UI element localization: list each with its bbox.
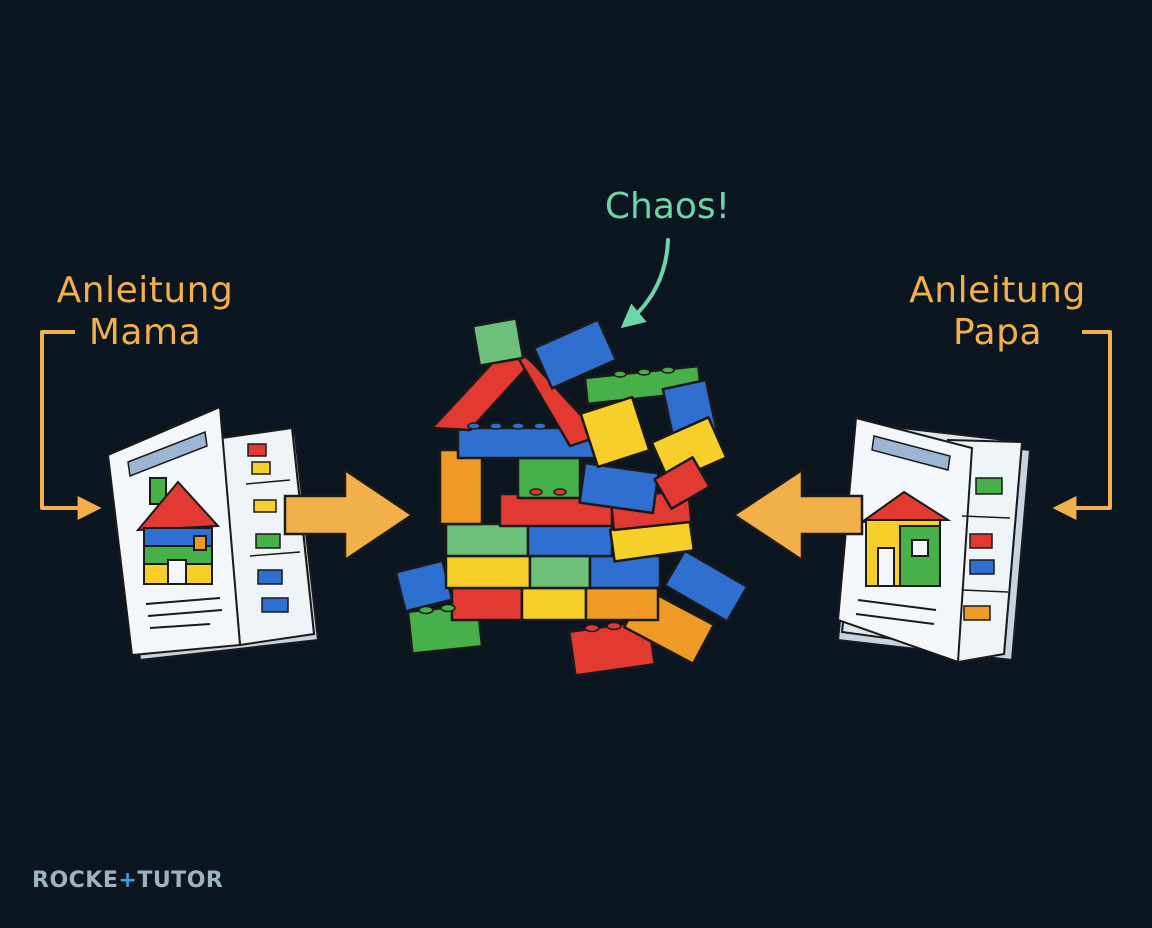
brick-icon: [526, 522, 614, 558]
brick-icon: [394, 559, 454, 613]
label-chaos: Chaos!: [604, 186, 731, 227]
brick-icon: [584, 586, 660, 622]
house-icon: [135, 477, 221, 585]
brick-icon: [516, 456, 582, 500]
brick-icon: [663, 549, 749, 623]
connector-arrow-right-icon: [1052, 330, 1112, 520]
brick-icon: [444, 554, 532, 590]
brick-studs: [418, 366, 675, 633]
instruction-booklet-papa-icon: [836, 416, 1032, 664]
brick-icon: [653, 456, 711, 510]
arrow-left-icon: [731, 467, 864, 563]
label-anleitung-mama: Anleitung Mama: [30, 270, 260, 354]
arrow-right-icon: [283, 467, 415, 563]
brick-icon: [579, 395, 651, 469]
label-anleitung-papa: Anleitung Papa: [885, 270, 1110, 354]
brick-icon: [532, 318, 618, 390]
brand-logo: ROCKE+TUTOR: [32, 868, 223, 893]
brand-part1: ROCKE: [32, 868, 119, 893]
brick-icon: [520, 586, 588, 622]
brick-icon: [444, 522, 530, 558]
brick-icon: [438, 448, 484, 526]
brand-plus-icon: +: [118, 868, 138, 893]
chaos-pointer-arrow-icon: [620, 238, 670, 329]
label-papa-line1: Anleitung: [909, 270, 1086, 311]
house-icon: [858, 490, 952, 587]
label-papa-line2: Papa: [952, 312, 1043, 353]
instruction-booklet-mama-icon: [106, 405, 320, 662]
brick-icon: [450, 586, 524, 622]
brick-pile-icon: [394, 317, 749, 677]
brick-icon: [471, 317, 525, 367]
brand-part2: TUTOR: [137, 868, 224, 893]
brick-icon: [528, 554, 592, 590]
connector-arrow-left-icon: [40, 330, 102, 520]
label-mama-line2: Mama: [88, 312, 202, 353]
label-mama-line1: Anleitung: [56, 270, 234, 311]
brick-icon: [578, 461, 660, 515]
